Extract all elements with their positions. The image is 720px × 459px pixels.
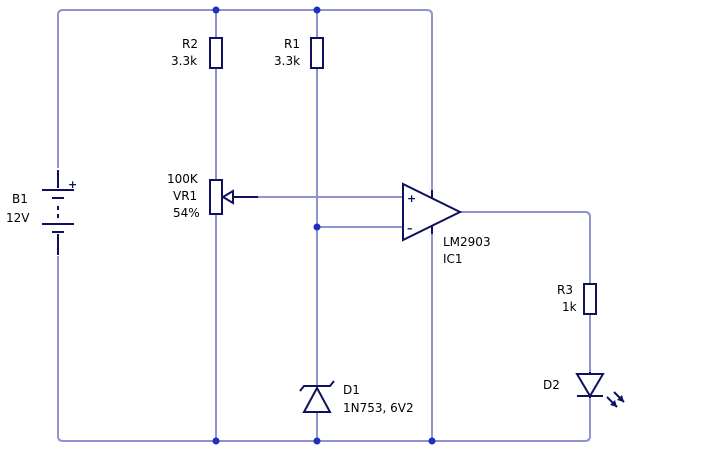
- vr1-setting-label: 54%: [173, 206, 200, 220]
- junction-dot: [313, 6, 321, 14]
- r3-ref-label: R3: [557, 283, 573, 297]
- r1-value-label: 3.3k: [274, 54, 300, 68]
- r1-ref-label: R1: [284, 37, 300, 51]
- wire-bottom: [57, 254, 591, 442]
- wires: [57, 9, 591, 442]
- battery-value-label: 12V: [6, 211, 30, 225]
- d1-ref-label: D1: [343, 383, 360, 397]
- battery-plus-sign: +: [68, 178, 77, 191]
- vr1-value-label: 100K: [167, 172, 199, 186]
- ic1-part-label: LM2903: [443, 235, 491, 249]
- resistor-r1: R1 3.3k: [274, 37, 324, 69]
- potentiometer-vr1: 100K VR1 54%: [167, 172, 258, 220]
- ic1-minus-sign: –: [407, 222, 413, 235]
- ic1-ref-label: IC1: [443, 252, 463, 266]
- r3-value-label: 1k: [562, 300, 577, 314]
- battery-b1: + B1 12V: [6, 168, 77, 256]
- junctions: [212, 6, 436, 445]
- r2-ref-label: R2: [182, 37, 198, 51]
- junction-dot: [212, 437, 220, 445]
- d1-value-label: 1N753, 6V2: [343, 401, 414, 415]
- led-light-arrows-icon: [606, 391, 625, 408]
- r2-value-label: 3.3k: [171, 54, 197, 68]
- junction-dot: [313, 437, 321, 445]
- comparator-ic1: + – LM2903 IC1: [402, 182, 491, 266]
- junction-dot: [428, 437, 436, 445]
- led-d2: D2: [543, 372, 625, 408]
- resistor-r3: R3 1k: [557, 283, 597, 315]
- wire-top: [57, 9, 433, 191]
- resistor-r2: R2 3.3k: [171, 37, 223, 69]
- vr1-ref-label: VR1: [173, 189, 197, 203]
- zener-diode-d1: D1 1N753, 6V2: [299, 380, 414, 415]
- battery-ref-label: B1: [12, 192, 28, 206]
- junction-dot: [313, 223, 321, 231]
- wire-output: [459, 211, 591, 285]
- ic1-plus-sign: +: [407, 192, 416, 205]
- junction-dot: [212, 6, 220, 14]
- d2-ref-label: D2: [543, 378, 560, 392]
